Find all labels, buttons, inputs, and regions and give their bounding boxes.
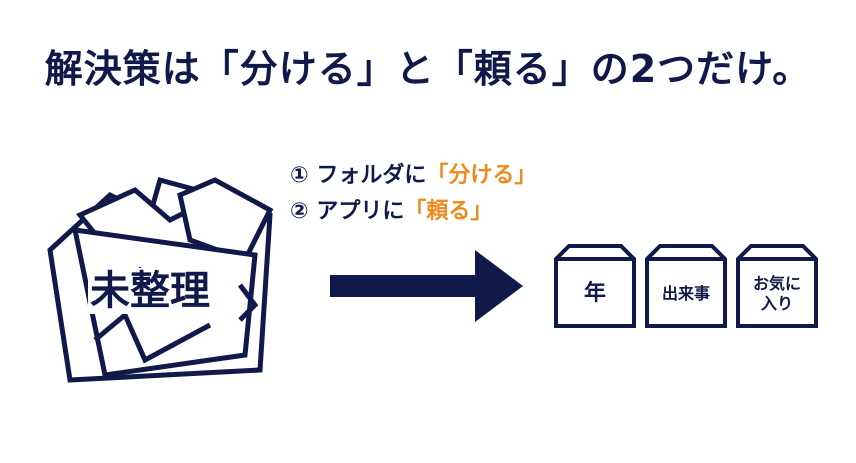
page-title: 解決策は「分ける」と「頼る」の2つだけ。 [44,47,812,91]
step-highlight: 「分ける」 [426,163,537,188]
folder-label: 出来事 [661,284,710,303]
folder-icon [736,244,818,328]
folder-year: 年 [553,243,637,329]
step-2: ② アプリに「頼る」 [290,194,536,230]
unsorted-label: 未整理 [88,268,212,314]
folder-favorites: お気に 入り [735,243,819,329]
folder-label-line1: お気に [752,274,801,293]
arrow-right-icon [330,250,523,322]
step-number: ① [290,163,309,188]
step-highlight: 「頼る」 [404,199,493,224]
folder-icon [645,244,727,328]
step-number: ② [290,199,309,224]
steps-list: ① フォルダに「分ける」 ② アプリに「頼る」 [290,158,536,230]
folder-label: 年 [583,281,606,306]
folder-label: お気に 入り [735,261,819,327]
folder-icon [554,244,636,328]
step-text: アプリに [316,199,405,224]
folder-events: 出来事 [644,243,728,329]
step-1: ① フォルダに「分ける」 [290,158,536,194]
step-text: フォルダに [316,163,427,188]
folder-label-line2: 入り [760,294,793,313]
